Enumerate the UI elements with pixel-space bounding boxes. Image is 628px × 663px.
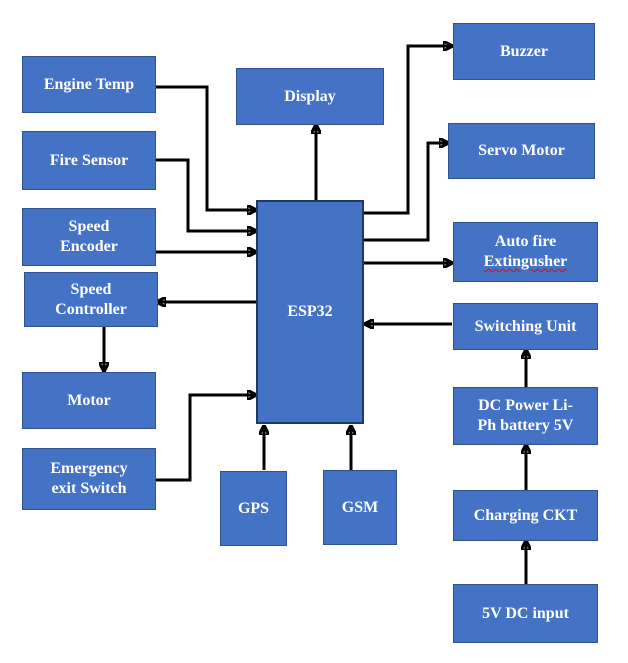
gsm-block: GSM	[323, 470, 397, 545]
charging-ckt-block: Charging CKT	[453, 490, 598, 541]
switching-unit-block: Switching Unit	[453, 303, 598, 350]
servo-motor-block: Servo Motor	[448, 123, 595, 179]
arrow-emergency-switch-to-esp32	[155, 395, 256, 482]
gps-block: GPS	[220, 471, 287, 546]
auto-fire-label-line1: Auto fire	[494, 233, 557, 250]
dc-power-battery-block: DC Power Li- Ph battery 5V	[453, 387, 598, 445]
speed-encoder-block: Speed Encoder	[22, 208, 156, 266]
engine-temp-block: Engine Temp	[22, 56, 156, 113]
emergency-exit-switch-block: Emergency exit Switch	[22, 448, 156, 510]
buzzer-block: Buzzer	[453, 23, 595, 80]
auto-fire-extinguisher-block: Auto fire Extingusher	[453, 222, 598, 282]
speed-controller-block: Speed Controller	[24, 272, 158, 327]
arrow-engine-temp-to-esp32	[155, 85, 256, 210]
dc-input-block: 5V DC input	[453, 584, 598, 643]
motor-block: Motor	[22, 372, 156, 429]
display-block: Display	[236, 68, 384, 125]
arrow-esp32-to-servo-motor	[364, 143, 448, 242]
arrow-fire-sensor-to-esp32	[155, 158, 256, 231]
auto-fire-label-line2: Extingusher	[483, 253, 568, 270]
esp32-block: ESP32	[256, 200, 364, 424]
fire-sensor-block: Fire Sensor	[22, 131, 156, 190]
arrow-esp32-to-buzzer	[364, 46, 452, 215]
